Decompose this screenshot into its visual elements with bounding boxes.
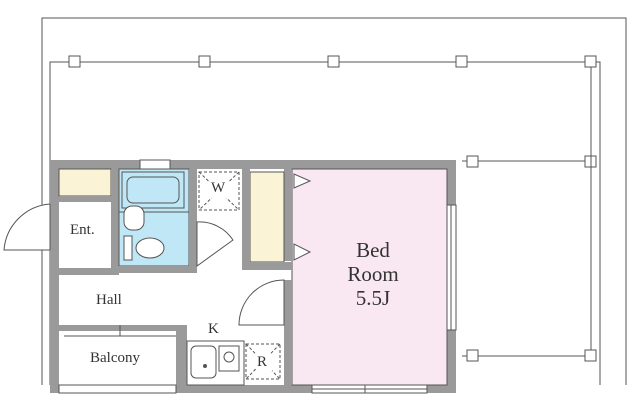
- stove: [218, 345, 240, 372]
- washbasin: [123, 205, 145, 231]
- entrance-floor-line: [59, 268, 119, 275]
- bedroom-label: Bed Room 5.5J: [318, 238, 428, 310]
- washer-label: W: [211, 180, 226, 196]
- sink: [190, 345, 217, 379]
- entrance-label: Ent.: [70, 222, 95, 238]
- closet: [249, 171, 285, 263]
- bedroom-wall-left-lower: [284, 280, 292, 385]
- entrance-partition: [111, 169, 119, 275]
- closet-wall: [242, 169, 250, 269]
- bedroom-wall-left: [284, 169, 292, 261]
- bathroom-door-swing: [196, 221, 234, 267]
- balcony-label: Balcony: [90, 350, 140, 366]
- fridge-label: R: [257, 354, 268, 370]
- bedroom-name: Bed: [356, 238, 390, 262]
- shoe-cabinet: [58, 168, 112, 197]
- toilet-bowl: [135, 237, 165, 259]
- bedroom-floor: [291, 168, 448, 386]
- kitchen-label: K: [208, 321, 219, 337]
- entrance-door-swing: [3, 203, 51, 251]
- bath-window: [139, 159, 171, 170]
- closet-door-lower: [293, 243, 312, 261]
- entrance-wall: [59, 196, 111, 202]
- toilet-tank: [123, 235, 133, 261]
- bedroom-name-2: Room: [347, 262, 399, 286]
- bathtub-inner: [126, 176, 180, 204]
- balcony-window: [58, 384, 177, 394]
- bathroom-wall-bottom: [111, 266, 197, 273]
- closet-wall-bottom: [242, 262, 292, 270]
- hall-label: Hall: [96, 292, 122, 308]
- bedroom-size: 5.5J: [355, 286, 391, 310]
- balcony-wall: [59, 325, 187, 331]
- bedroom-door-swing: [238, 279, 285, 326]
- terrace-posts: [68, 55, 597, 362]
- bathroom-wall-right: [189, 169, 197, 273]
- closet-door-upper: [293, 173, 312, 189]
